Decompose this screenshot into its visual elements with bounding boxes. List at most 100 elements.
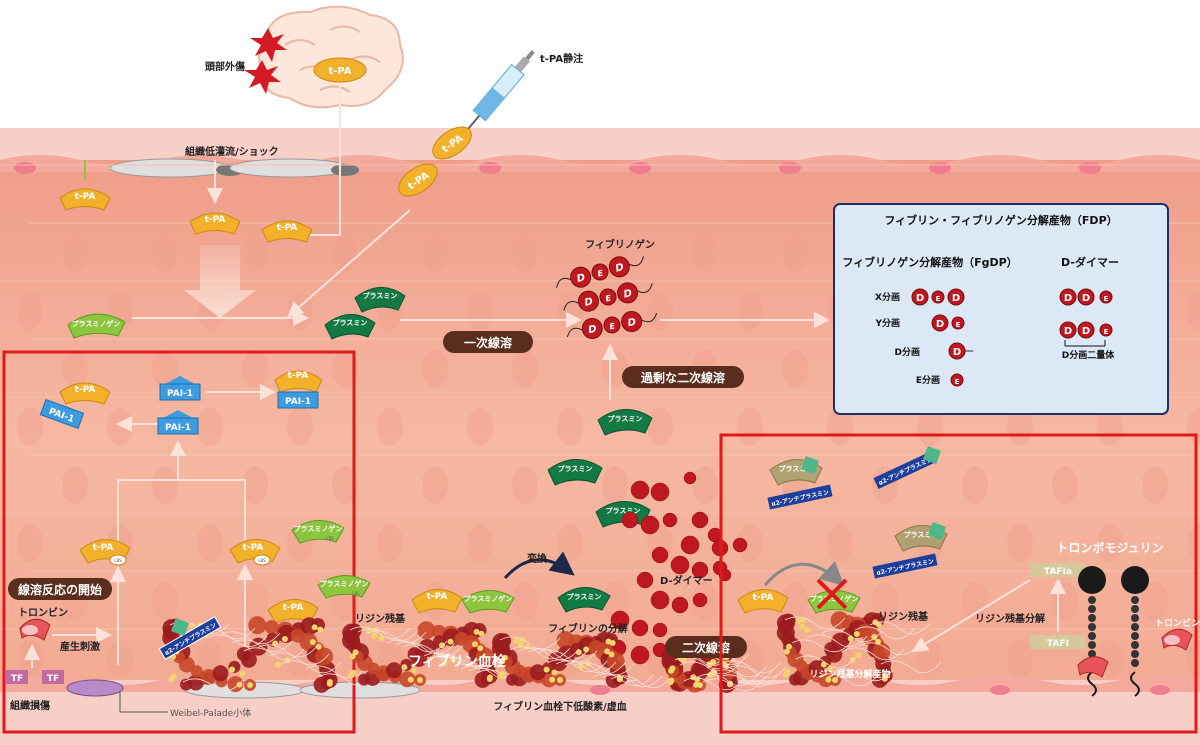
fibrinogen-label: フィブリノゲン [585, 238, 655, 251]
svg-text:t-PA: t-PA [283, 603, 304, 613]
tissue-damage-label: 組織損傷 [10, 699, 50, 712]
lysine-cleave-product-label: リジン残基分解産物 [809, 668, 890, 680]
svg-text:プラスミン: プラスミン [608, 414, 643, 423]
y-fragment-label: Y分画 [874, 317, 900, 329]
svg-text:LBS: LBS [326, 536, 334, 541]
plasmin-thrombus: プラスミン [557, 587, 611, 613]
svg-text:D: D [1064, 293, 1072, 304]
plasminogen-top: プラスミノゲン [67, 313, 126, 339]
svg-text:プラスミン: プラスミン [567, 592, 602, 601]
svg-text:D: D [1082, 293, 1090, 304]
svg-text:E: E [597, 268, 605, 278]
fdp-legend-box: フィブリン・フィブリノゲン分解産物（FDP） フィブリノゲン分解産物（FgDP）… [833, 203, 1169, 415]
svg-text:E: E [936, 295, 941, 303]
svg-text:プラスミン: プラスミン [363, 291, 398, 300]
weibel-palade-label: Weibel-Palade小体 [170, 707, 251, 719]
start-lysis-pill [8, 578, 112, 600]
svg-text:E: E [605, 293, 613, 303]
svg-text:PAI-1: PAI-1 [165, 423, 191, 433]
left-highlight-box [2, 350, 356, 734]
tpa-lbs-left: t-PA LBS [79, 539, 131, 566]
conversion-label: 変換 [527, 552, 548, 565]
x-fragment-label: X分画 [875, 291, 900, 303]
pai-feedback-lines [117, 444, 246, 560]
lysine-residue-label-right: リジン残基 [878, 610, 929, 623]
svg-text:D: D [614, 262, 625, 275]
conversion-arrow [503, 551, 575, 580]
d-dimer-particles [609, 471, 748, 665]
svg-text:プラスミン: プラスミン [606, 506, 641, 515]
plasmin-top-1: プラスミン [354, 287, 406, 313]
svg-text:LBS: LBS [114, 558, 122, 563]
tafi-box: TAFI [1030, 635, 1086, 649]
thrombin-label-left: トロンビン [18, 606, 68, 619]
svg-text:プラスミノゲン: プラスミノゲン [464, 594, 513, 603]
tpa-right: t-PA [737, 589, 789, 614]
svg-text:プラスミノゲン: プラスミノゲン [320, 579, 369, 588]
primary-lysis-label: 一次線溶 [464, 335, 512, 350]
svg-text:D: D [953, 347, 961, 358]
svg-text:E: E [956, 321, 961, 329]
low-perfusion-label: 組織低灌流/ショック [185, 145, 279, 158]
svg-text:t-PA: t-PA [205, 215, 226, 225]
svg-text:t-PA: t-PA [288, 371, 309, 381]
plasmin-center-2: プラスミン [547, 459, 603, 486]
svg-text:プラスミン: プラスミン [904, 530, 939, 539]
svg-text:t-PA: t-PA [243, 543, 264, 553]
svg-text:TAFIa: TAFIa [1044, 567, 1072, 577]
blocked-conversion-arrow [763, 560, 845, 587]
injection-to-plasmin-arrow [286, 209, 411, 318]
e-fragment-label: E分画 [916, 374, 940, 386]
svg-text:t-PA: t-PA [277, 223, 298, 233]
tpa-injection-molecules: t-PA t-PA [398, 126, 472, 197]
svg-text:PAI-1: PAI-1 [285, 397, 311, 407]
d-fragment-label: D分画 [895, 346, 920, 358]
tpa-mid-2: t-PA [261, 220, 313, 243]
primary-lysis-pill [443, 331, 533, 353]
svg-text:D: D [588, 324, 598, 336]
svg-text:D: D [1082, 326, 1090, 337]
svg-text:t-PA: t-PA [328, 66, 351, 77]
excess-secondary-label: 過剰な二次線溶 [640, 370, 725, 385]
thrombin-bound [1077, 656, 1109, 678]
plasmin-center-1: プラスミン [597, 409, 653, 436]
svg-text:t-PA: t-PA [753, 593, 774, 603]
thrombin-label-right: トロンビン [1155, 617, 1200, 629]
tf-label-2: TF [47, 674, 59, 684]
svg-text:D: D [627, 317, 637, 329]
svg-text:t-PA: t-PA [75, 385, 96, 395]
svg-text:t-PA: t-PA [93, 543, 114, 553]
tpa-injection-label: t-PA静注 [540, 52, 583, 65]
svg-text:プラスミノゲン: プラスミノゲン [72, 319, 121, 328]
svg-text:E: E [1104, 295, 1109, 303]
brain-tpa-arrow [300, 84, 341, 236]
svg-text:D: D [1064, 326, 1072, 337]
tafia-arrow [911, 579, 1031, 653]
excess-secondary-pill [622, 366, 744, 388]
svg-text:E: E [955, 378, 960, 386]
d-dimer-label: D-ダイマー [660, 574, 713, 587]
fibrin-thrombus-label: フィブリン血栓 [408, 653, 506, 670]
secondary-lysis-label: 二次線溶 [682, 640, 730, 655]
plasminogen-lbs-2: プラスミノゲン LBS [317, 575, 371, 599]
svg-text:D: D [916, 293, 924, 304]
tpa-upper-left: t-PA [59, 188, 111, 211]
tafia-box: TAFIa [1030, 563, 1086, 577]
syringe-illustration [466, 50, 535, 131]
svg-text:LBS: LBS [352, 591, 360, 596]
svg-text:LBS: LBS [258, 558, 266, 563]
fibrin-degradation-label: フィブリンの分解 [548, 622, 628, 635]
lysine-cleave-label: リジン残基分解 [975, 612, 1045, 625]
plasminogen-lbs-1: プラスミノゲン LBS [291, 520, 345, 544]
tpa-lbs-right: t-PA LBS [229, 539, 281, 566]
svg-text:D: D [936, 319, 944, 330]
svg-text:E: E [1104, 328, 1109, 336]
ddimer-title: D-ダイマー [1061, 255, 1119, 269]
green-square-right-1 [923, 446, 941, 464]
green-square-right-2 [801, 456, 819, 474]
svg-text:PAI-1: PAI-1 [167, 389, 193, 399]
tpa-center: t-PA [411, 589, 463, 614]
tf-box-1 [6, 670, 28, 684]
head-trauma-label: 頭部外傷 [205, 60, 245, 73]
